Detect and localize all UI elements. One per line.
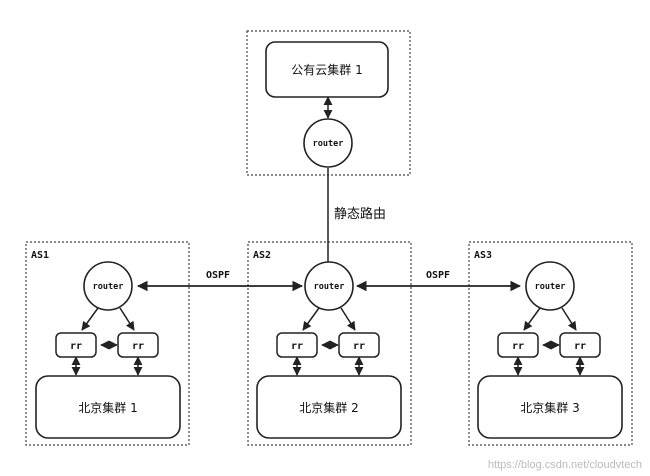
cloud-router-node xyxy=(303,118,353,168)
as3-router-node xyxy=(525,261,575,311)
as1-cluster-label: 北京集群 1 xyxy=(78,400,137,415)
cloud-router-label: router xyxy=(313,139,344,149)
watermark: https://blog.csdn.net/cloudvtech xyxy=(488,459,642,471)
as2-label: AS2 xyxy=(253,250,271,261)
as3-cluster-label: 北京集群 3 xyxy=(520,400,579,415)
ospf-label-left: OSPF xyxy=(206,270,230,281)
as1-router-label: router xyxy=(93,282,124,292)
as2-rr-left-box xyxy=(276,332,318,358)
as2-rr-right-label: rr xyxy=(353,341,365,352)
as1-label: AS1 xyxy=(31,250,49,261)
as3-router-label: router xyxy=(535,282,566,292)
as1-group-box xyxy=(25,241,190,446)
as2-cluster-label: 北京集群 2 xyxy=(299,400,358,415)
as2-router-label: router xyxy=(314,282,345,292)
as2-internal-links xyxy=(292,307,364,376)
as3-group-box xyxy=(468,241,633,446)
as2-rr-right-box xyxy=(338,332,380,358)
as1-internal-links xyxy=(71,307,143,376)
as1-rr-left-label: rr xyxy=(70,341,82,352)
as1-rr-right-box xyxy=(117,332,159,358)
cloud-cluster-box xyxy=(265,41,389,98)
as3-rr-right-label: rr xyxy=(574,341,586,352)
as2-cluster-box xyxy=(256,375,402,439)
as3-cluster-box xyxy=(477,375,623,439)
ospf-label-right: OSPF xyxy=(426,270,450,281)
as1-rr-left-box xyxy=(55,332,97,358)
as3-rr-left-label: rr xyxy=(512,341,524,352)
as1-cluster-box xyxy=(35,375,181,439)
as3-label: AS3 xyxy=(474,250,492,261)
as1-router-node xyxy=(83,261,133,311)
as2-group-box xyxy=(247,241,412,446)
as3-internal-links xyxy=(513,307,585,376)
as1-rr-right-label: rr xyxy=(132,341,144,352)
static-route-label: 静态路由 xyxy=(334,206,386,222)
as2-rr-left-label: rr xyxy=(291,341,303,352)
as3-rr-right-box xyxy=(559,332,601,358)
as3-rr-left-box xyxy=(497,332,539,358)
as2-router-node xyxy=(304,261,354,311)
cloud-cluster-label: 公有云集群 1 xyxy=(291,62,362,77)
